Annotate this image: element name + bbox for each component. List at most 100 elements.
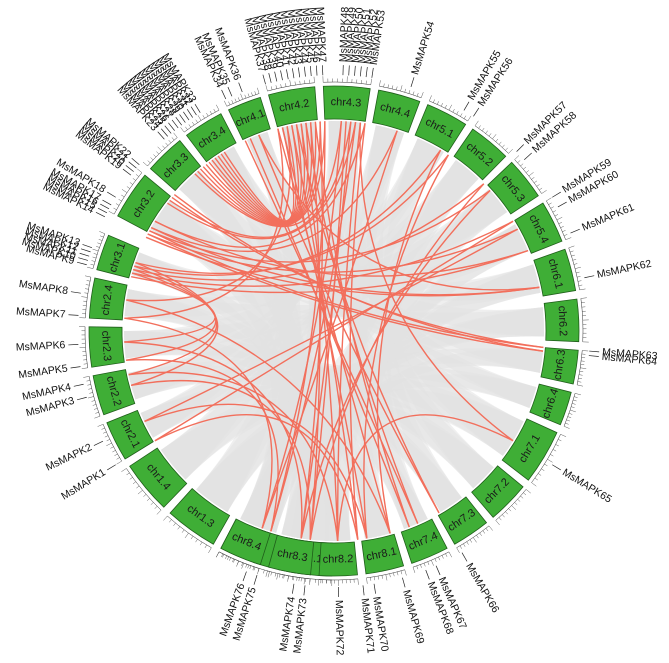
scale-tick — [142, 161, 148, 167]
scale-tick — [383, 83, 385, 88]
scale-tick — [570, 409, 576, 413]
scale-tick — [294, 81, 296, 86]
gene-leader-line — [242, 571, 247, 582]
chromosome-label: chr8.3 — [276, 547, 308, 564]
scale-tick — [244, 94, 247, 99]
chromosome-block — [88, 277, 128, 321]
gene-leader-line — [274, 71, 278, 82]
scale-tick — [488, 133, 492, 137]
synteny-ribbons — [124, 121, 545, 542]
scale-tick — [568, 413, 573, 415]
scale-tick — [89, 392, 93, 394]
scale-tick — [180, 127, 185, 133]
scale-tick — [526, 170, 529, 173]
chromosome-label: chr6.2 — [556, 305, 569, 336]
scale-tick — [431, 560, 434, 566]
scale-tick — [416, 92, 419, 97]
gene-leader-line — [557, 201, 567, 208]
scale-tick — [393, 572, 395, 577]
gene-leader-line — [97, 207, 108, 214]
scale-tick — [106, 442, 112, 446]
scale-tick — [241, 562, 243, 567]
gene-leader-line — [435, 565, 441, 576]
collinear-link — [131, 220, 514, 287]
collinear-link — [135, 154, 449, 275]
scale-tick — [241, 562, 244, 569]
chromosome-block — [96, 234, 140, 279]
gene-leader-line — [584, 275, 595, 279]
scale-tick — [379, 80, 381, 87]
scale-tick — [485, 528, 489, 532]
scale-tick — [240, 93, 243, 100]
gene-leader-line — [402, 577, 406, 588]
scale-tick — [106, 439, 110, 442]
scale-tick — [562, 230, 566, 232]
scale-tick — [224, 100, 227, 107]
collinear-link — [300, 121, 324, 539]
scale-tick — [514, 155, 520, 160]
chromosome-ring: chr1.1chr1.2chr1.3chr1.4chr2.1chr2.2chr2… — [88, 85, 580, 577]
scale-tick — [565, 422, 569, 425]
scale-tick — [495, 138, 499, 142]
collinear-link — [295, 124, 440, 514]
collinear-link — [336, 122, 362, 541]
scale-tick — [104, 435, 109, 438]
scale-tick — [154, 506, 158, 509]
scale-tick — [232, 558, 234, 563]
scale-tick — [234, 98, 237, 103]
scale-tick — [408, 90, 411, 94]
scale-tick — [222, 554, 225, 558]
scale-tick — [83, 376, 90, 378]
scale-tick — [517, 160, 521, 163]
scale-tick — [520, 163, 524, 167]
scale-axis — [318, 578, 358, 581]
gene-leader-line — [70, 366, 81, 369]
chromosome-block — [220, 518, 271, 566]
scale-tick — [252, 566, 255, 571]
scale-tick — [412, 567, 416, 573]
scale-tick — [466, 541, 469, 545]
scale-tick — [467, 115, 472, 122]
scale-tick — [204, 544, 207, 549]
scale-tick — [571, 254, 575, 257]
gene-label: MsMAPK1 — [59, 466, 108, 502]
scale-tick — [534, 180, 538, 184]
scale-tick — [482, 530, 486, 534]
scale-tick — [221, 553, 224, 558]
gene-leader-line — [359, 66, 362, 77]
scale-tick — [420, 564, 422, 568]
scale-tick — [445, 553, 448, 557]
gene-leader-line — [253, 575, 258, 585]
scale-tick — [574, 396, 578, 398]
scale-tick — [173, 132, 178, 138]
scale-tick — [385, 574, 388, 581]
gene-leader-line — [238, 82, 243, 93]
gene-leader-line — [310, 66, 312, 77]
scale-tick — [511, 505, 517, 510]
scale-tick — [81, 367, 88, 369]
scale-tick — [536, 184, 540, 187]
gene-label: MsMAPK49 — [343, 7, 358, 63]
scale-tick — [92, 248, 99, 252]
chromosome-block — [540, 347, 579, 385]
scale-tick — [195, 119, 198, 123]
scale-tick — [541, 190, 547, 194]
scale-tick — [485, 130, 488, 134]
chromosome-label: chr6.3 — [552, 349, 568, 381]
gene-leader-line — [425, 569, 430, 580]
scale-tick — [81, 296, 88, 298]
scale-tick — [96, 246, 100, 248]
scale-tick — [245, 564, 247, 568]
collinear-link — [124, 317, 273, 529]
chromosome-block — [361, 533, 405, 575]
scale-tick — [247, 564, 250, 569]
scale-tick — [370, 78, 372, 85]
collinear-link — [363, 154, 449, 539]
scale-tick — [99, 231, 105, 234]
scale-tick — [389, 573, 391, 578]
scale-tick — [441, 103, 443, 107]
scale-tick — [578, 284, 583, 286]
scale-tick — [463, 115, 467, 119]
chromosome-block — [92, 369, 136, 416]
